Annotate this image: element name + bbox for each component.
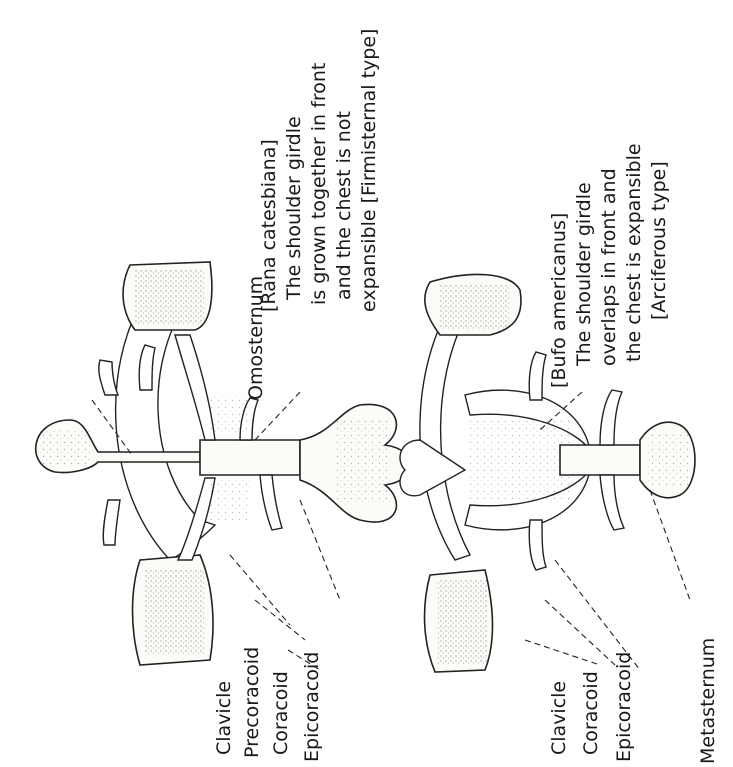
rana-clavicle-label: Clavicle [213,681,235,755]
rana-coracoid-label: Coracoid [270,671,292,755]
bufo-caption-line4: [Arciferous type] [648,161,670,320]
bufo-name-label: [Bufo americanus] [548,213,570,388]
bufo-caption-line2: overlaps in front and [598,168,620,366]
rana-epicoracoid-label: Epicoracoid [301,652,323,762]
rana-girdle-drawing [36,262,412,665]
rana-caption-line3: and the chest is not [333,111,355,300]
bufo-coracoid-label: Coracoid [580,671,602,755]
bufo-caption-line1: The shoulder girdle [573,182,595,367]
rana-caption-line2: is grown together in front [308,63,330,305]
bufo-caption-line3: the chest is expansible [623,143,645,362]
rana-coracoid-bar-upper [175,335,215,440]
bufo-clavicle-label: Clavicle [548,681,570,755]
rana-caption-line1: The shoulder girdle [283,116,305,301]
rana-precoracoid-label: Precoracoid [241,647,263,758]
rana-caption-line4: expansible [Firmisternal type] [358,29,380,312]
bufo-metasternum-label: Metasternum [697,638,719,764]
rana-sternum [200,440,300,475]
rana-name-label: [Rana catesbiana] [258,139,280,312]
bufo-sternum [560,445,640,475]
bufo-epicoracoid-label: Epicoracoid [613,652,635,762]
